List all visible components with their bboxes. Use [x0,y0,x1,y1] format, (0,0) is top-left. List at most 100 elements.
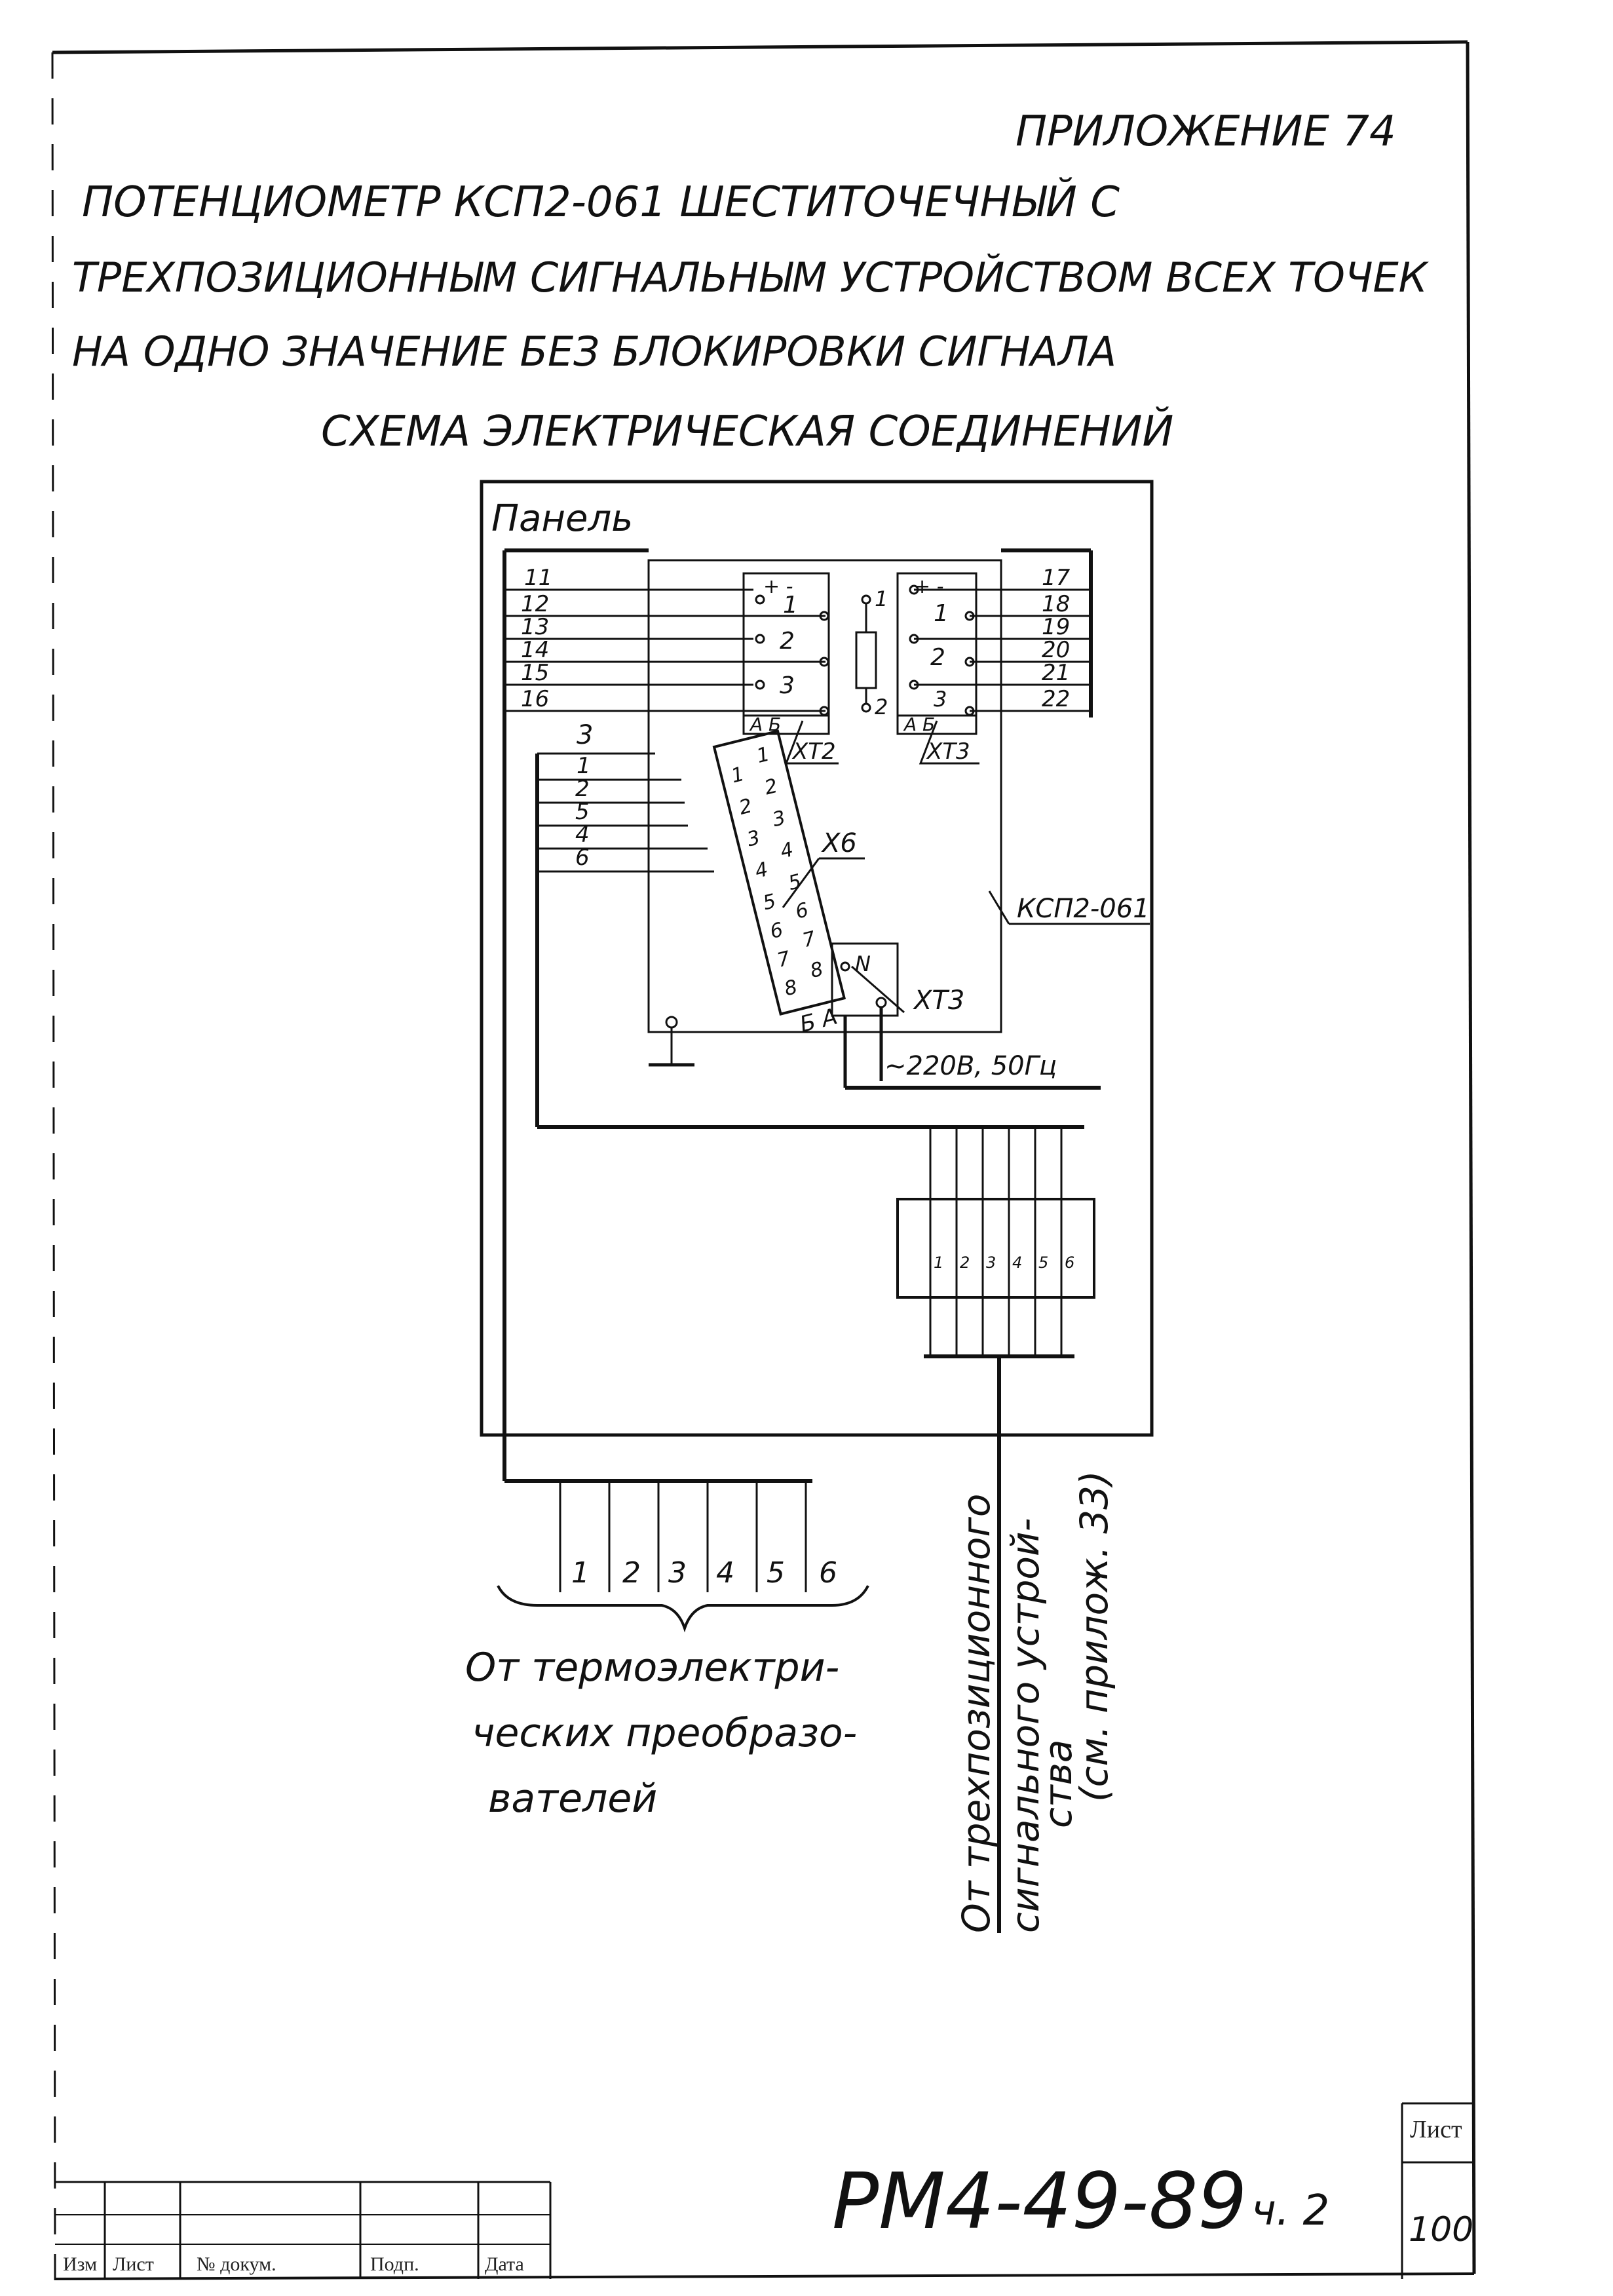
x6-pin-a5: 5 [761,890,778,915]
cable-number-2: 2 [622,1556,641,1590]
resistor-body [855,631,877,689]
xt2-label: XT2 [791,738,836,765]
wire-label-11: 11 [524,565,552,591]
x6-wire-label-6: 6 [575,845,590,871]
thermo-brace [497,1585,869,1633]
frame-right [1466,41,1476,2274]
xt2-terminal-2: 2 [780,628,795,655]
cable-number-1: 1 [571,1556,590,1590]
xt3-top-terminal-3: 3 [934,687,947,712]
from-thermo-line-2: ческих преобразо- [472,1710,857,1756]
x6-wire-bundle [535,752,714,1127]
frame-bottom [54,2272,1475,2280]
x6-pin-a7: 7 [775,947,793,972]
wire-label-12: 12 [521,591,549,617]
x6-pins-col-a: 1 2 3 4 5 6 7 8 [729,763,800,1001]
xt3-top-polarity: + - [914,575,944,598]
xt3-top-terminal-1: 1 [934,600,949,627]
terminal-block-body [896,1198,1095,1299]
wire-label-22: 22 [1042,686,1070,712]
x6-connector-body [712,729,846,1016]
left-wire-bundle [503,548,825,727]
thermo-cable [503,727,812,1592]
sheet-label: Лист [1410,2116,1462,2143]
x6-leader [782,858,820,908]
xt3-top-label: XT3 [926,738,970,765]
x6-wire-label-4: 4 [575,822,590,848]
xt3-top-side: А Б [903,714,935,735]
thermo-cable-numbers: 1 2 3 4 5 6 [571,1556,837,1590]
appendix-label: ПРИЛОЖЕНИЕ 74 [1015,107,1396,156]
device-leader [988,890,1010,925]
xt2-terminal-block: + - 1 2 3 А Б XT2 [742,572,839,765]
xt2-terminal-3: 3 [780,672,795,699]
x6-label: X6 [821,828,857,858]
x6-harness-return [537,1125,1084,1199]
x6-pin-b1: 1 [754,742,772,768]
resistor: 1 2 [855,586,888,719]
doc-number: РМ4-49-89 [832,2156,1247,2246]
from-signal-line-2: сигнального устрой- [1003,1518,1048,1934]
terminal-3: 3 [986,1253,996,1272]
wire-label-14: 14 [521,637,549,663]
title-block: Изм Лист № докум. Подп. Дата РМ4-49-89 ч… [55,2102,1474,2279]
cable-number-6: 6 [819,1556,837,1590]
wire-label-19: 19 [1042,614,1070,640]
terminal-1: 1 [934,1253,943,1272]
cable-number-4: 4 [716,1556,734,1590]
x6-pin-a8: 8 [782,976,800,1001]
x6-connector: 1 2 3 4 5 6 7 8 1 2 3 4 5 6 7 8 Б А [712,729,846,1038]
title-line-3: НА ОДНО ЗНАЧЕНИЕ БЕЗ БЛОКИРОВКИ СИГНАЛА [72,328,1116,375]
x6-pin-b6: 6 [793,898,811,924]
right-wire-bundle [914,548,1093,718]
resistor-terminal-2: 2 [875,695,888,719]
title-line-1: ПОТЕНЦИОМЕТР КСП2-061 ШЕСТИТОЧЕЧНЫЙ С [82,177,1120,227]
from-thermo-line-1: От термоэлектри- [465,1645,839,1691]
x6-pin-a6: 6 [768,918,786,944]
frame-top [52,40,1468,54]
wire-label-20: 20 [1042,637,1070,663]
title-line-4: СХЕМА ЭЛЕКТРИЧЕСКАЯ СОЕДИНЕНИЙ [321,406,1173,456]
x6-wire-numbers: 3 1 2 5 4 6 [575,720,593,871]
terminal-2: 2 [960,1253,970,1272]
stamp-col-sign: Подп. [370,2253,419,2275]
x6-pin-a2: 2 [737,794,755,820]
frame-left [51,52,56,2281]
x6-pin-b4: 4 [778,838,796,864]
x6-pin-b3: 3 [770,807,788,832]
terminal-4: 4 [1012,1253,1022,1272]
xt3-power-label: XT3 [913,985,964,1016]
xt3-power-terminal: N XT3 [831,942,964,1017]
right-wire-numbers: 17 18 19 20 21 22 [1042,565,1071,712]
title-line-2: ТРЕХПОЗИЦИОННЫМ СИГНАЛЬНЫМ УСТРОЙСТВОМ В… [72,253,1430,301]
wire-label-15: 15 [521,660,549,686]
wire-label-17: 17 [1042,565,1071,591]
x6-pin-a1: 1 [729,763,747,788]
device-label: КСП2-061 [1017,894,1150,924]
stamp-col-change: Изм [63,2253,97,2275]
xt3-top-terminal-2: 2 [930,644,945,671]
from-signal-line-3: ства [1036,1740,1080,1828]
from-signal-line-4: (см. прилож. 33) [1072,1470,1116,1802]
x6-wire-label-2: 2 [575,776,590,802]
terminal-block: 1 2 3 4 5 6 [896,1198,1095,1933]
xt2-polarity: + - [763,575,793,598]
x6-pin-a4: 4 [753,858,770,883]
panel-box [480,480,1154,1437]
panel-label: Панель [491,497,633,540]
xt3-top-terminal-block: + - 1 2 3 А Б XT3 [896,572,979,765]
wire-label-18: 18 [1042,591,1070,617]
x6-wire-label-5: 5 [575,799,590,825]
stamp-col-sheet: Лист [113,2253,154,2275]
stamp-col-date: Дата [485,2253,524,2275]
wire-label-21: 21 [1042,660,1070,686]
from-signal-note: От трехпозиционного сигнального устрой- … [954,1470,1116,1933]
wire-label-13: 13 [521,614,549,640]
from-signal-line-1: От трехпозиционного [954,1494,998,1933]
x6-pin-b7: 7 [801,927,818,953]
device-body [647,559,1002,1033]
ground-icon [649,1016,694,1067]
doc-part: ч. 2 [1251,2187,1329,2235]
left-wire-numbers: 11 12 13 14 15 16 [521,565,552,712]
